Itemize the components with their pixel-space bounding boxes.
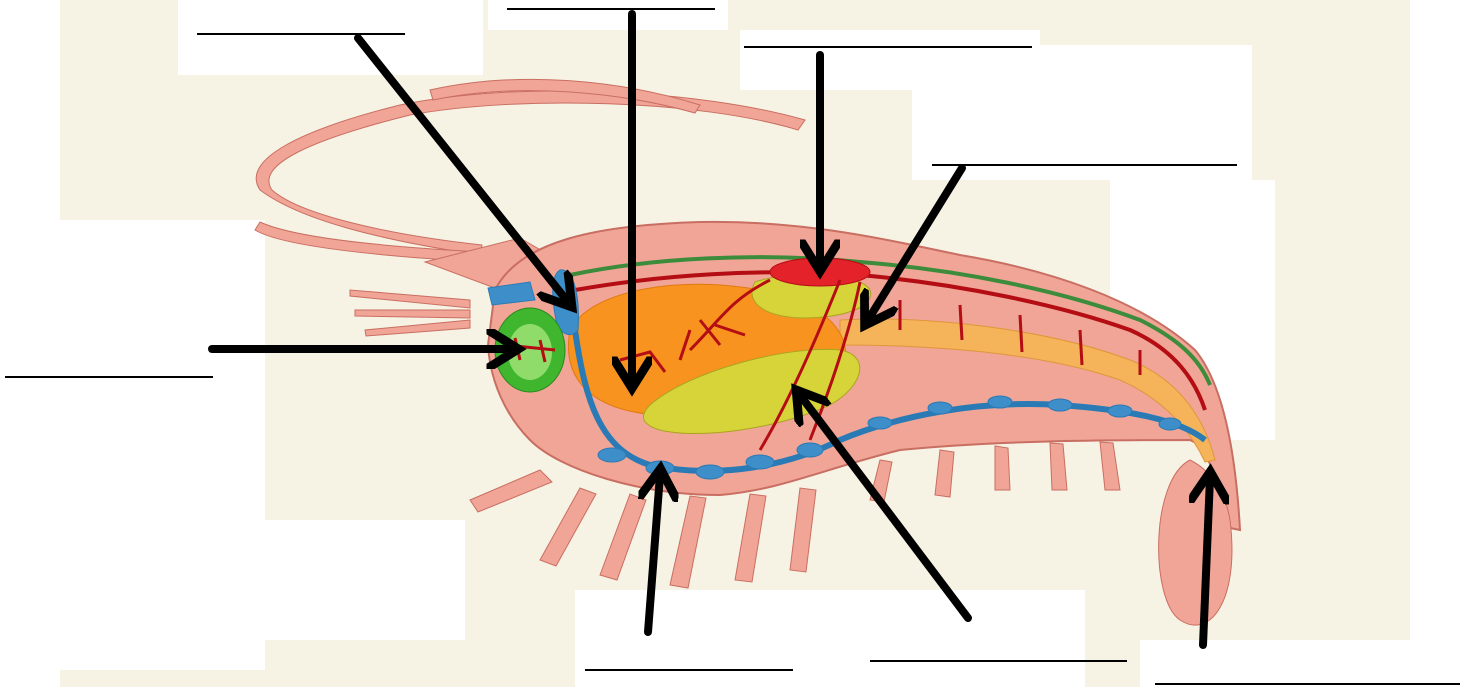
blank-box	[1410, 0, 1466, 687]
ganglion	[1048, 399, 1072, 411]
ganglion	[988, 396, 1012, 408]
antennule	[355, 310, 470, 318]
ganglion	[746, 455, 774, 469]
ganglion	[928, 402, 952, 414]
blank-box	[912, 45, 1252, 180]
ganglion	[696, 465, 724, 479]
blank-box	[0, 0, 60, 687]
blank-box	[178, 0, 483, 75]
leg	[995, 446, 1010, 490]
blank-box	[488, 0, 728, 30]
ganglion	[868, 417, 892, 429]
ganglion	[797, 443, 823, 457]
ganglion	[598, 448, 626, 462]
ganglion	[1108, 405, 1132, 417]
blank-box	[135, 520, 465, 640]
ganglion	[1159, 418, 1181, 430]
